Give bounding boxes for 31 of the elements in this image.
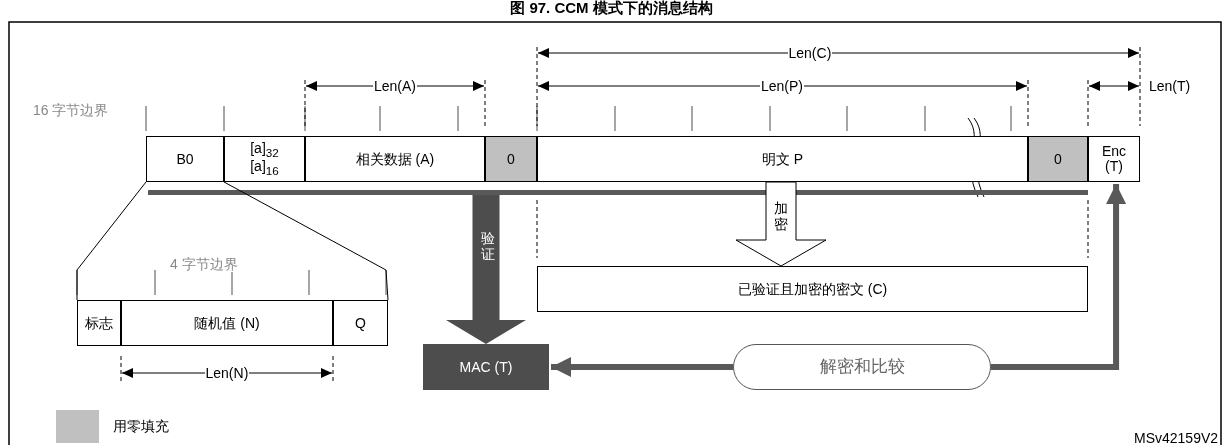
dimension-label: Len(A) xyxy=(373,78,418,94)
field-cell: B0 xyxy=(146,136,224,182)
edge-label: 验证 xyxy=(481,230,496,262)
field-cell: Enc (T) xyxy=(1088,136,1140,182)
field-cell: [a]$_{32}$ [a]$_{16}$ xyxy=(224,136,305,182)
edge-label: 加密 xyxy=(774,200,789,232)
field-box: 已验证且加密的密文 (C) xyxy=(537,266,1088,312)
field-cell: Q xyxy=(333,300,388,346)
encrypt-arrow xyxy=(735,181,827,267)
leader-line xyxy=(223,181,389,301)
process-pill: 解密和比较 xyxy=(733,344,991,390)
dimension-label: Len(C) xyxy=(787,45,833,61)
field-cell: 随机值 (N) xyxy=(121,300,333,346)
dimension-label: Len(P) xyxy=(760,78,805,94)
leader-line xyxy=(76,181,147,301)
boundary-label: 4 字节边界 xyxy=(169,256,239,272)
boundary-label: 16 字节边界 xyxy=(32,102,110,118)
verify-arrow xyxy=(446,195,526,344)
field-cell: 相关数据 (A) xyxy=(305,136,485,182)
figure-title: 图 97. CCM 模式下的消息结构 xyxy=(510,0,713,16)
output-box: MAC (T) xyxy=(423,344,549,390)
figure-code: MSv42159V2 xyxy=(1133,430,1220,445)
padding-cell: 0 xyxy=(1028,136,1088,182)
arrow xyxy=(991,184,1127,370)
field-cell: 明文 P xyxy=(537,136,1028,182)
dimension-label: Len(N) xyxy=(204,365,250,381)
field-cell: 标志 xyxy=(77,300,121,346)
padding-cell: 0 xyxy=(485,136,537,182)
arrow xyxy=(551,357,733,377)
dimension-label: Len(T) xyxy=(1148,78,1192,94)
legend-label: 用零填充 xyxy=(113,418,169,434)
